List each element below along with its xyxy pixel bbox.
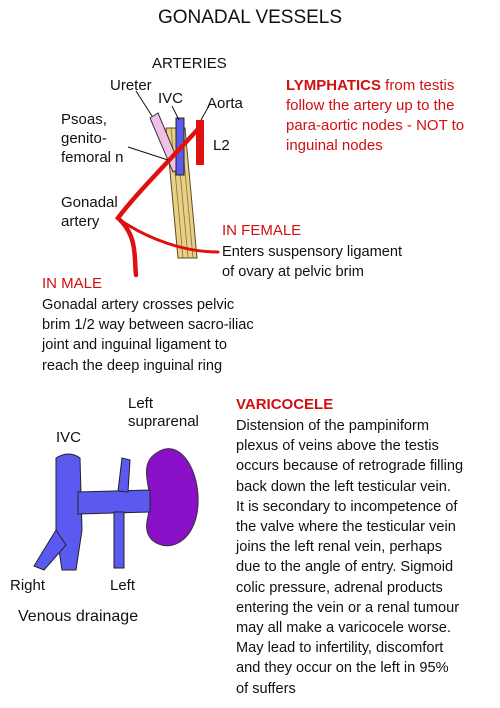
venous-left-label: Left — [110, 577, 136, 594]
left-suprarenal-label-1: Left — [128, 395, 154, 412]
ureter-leader — [135, 90, 153, 117]
page-title: GONADAL VESSELS — [157, 7, 343, 28]
lymphatics-line-2: para-aortic nodes - NOT to — [286, 117, 465, 134]
varicocele-line-3: back down the left testicular vein. — [236, 478, 451, 495]
psoas-leader — [127, 146, 169, 161]
lymphatics-line-3: inguinal nodes — [286, 137, 383, 154]
lymphatics-bold: LYMPHATICS — [286, 77, 382, 94]
kidney-shape — [146, 448, 199, 547]
varicocele-line-6: joins the left renal vein, perhaps — [236, 539, 443, 556]
ivc-leader — [171, 105, 180, 121]
male-line-1: brim 1/2 way between sacro-iliac — [42, 317, 254, 334]
lymphatics-line-0: from testis — [381, 77, 455, 94]
varicocele-line-11: May lead to infertility, discomfort — [236, 640, 444, 657]
female-branch-path — [118, 218, 220, 254]
lymphatics-line-1: follow the artery up to the — [286, 97, 455, 114]
varicocele-heading: VARICOCELE — [236, 396, 334, 413]
aorta-label: Aorta — [207, 95, 243, 112]
varicocele-line-0: Distension of the pampiniform — [236, 418, 430, 434]
gonadal-label-2: artery — [61, 213, 100, 230]
female-line-0: Enters suspensory ligament — [222, 244, 403, 260]
male-line-3: reach the deep inguinal ring — [42, 357, 223, 374]
varicocele-line-13: of suffers — [236, 680, 296, 697]
gonadal-artery-path — [114, 125, 202, 278]
aorta-leader — [200, 103, 211, 121]
male-heading: IN MALE — [42, 275, 103, 292]
venous-caption: Venous drainage — [18, 608, 139, 625]
varicocele-line-5: the valve where the testicular vein — [236, 519, 456, 536]
varicocele-line-8: colic pressure, adrenal products — [236, 579, 443, 596]
varicocele-line-10: may all make a varicocele worse. — [236, 620, 451, 637]
left-suprarenal-label-2: suprarenal — [128, 413, 199, 430]
female-line-1: of ovary at pelvic brim — [222, 264, 364, 281]
l2-label: L2 — [213, 137, 230, 154]
male-text: Gonadal artery crosses pelvic brim 1/2 w… — [42, 295, 254, 376]
varicocele-line-2: occurs because of retrograde filling — [236, 458, 464, 475]
ureter-label: Ureter — [110, 77, 152, 94]
varicocele-text: Distension of the pampiniform plexus of … — [236, 416, 463, 699]
venous-right-label: Right — [10, 577, 46, 594]
ivc-label: IVC — [158, 90, 184, 107]
psoas-label-1: Psoas, — [61, 111, 107, 128]
venous-tree — [33, 453, 151, 571]
male-line-0: Gonadal artery crosses pelvic — [42, 297, 235, 313]
varicocele-line-7: due to the angle of entry. Sigmoid — [236, 559, 454, 576]
lymphatics-note: LYMPHATICS from testis follow the artery… — [286, 76, 464, 156]
varicocele-line-1: plexus of veins above the testis — [236, 438, 439, 455]
female-text: Enters suspensory ligament of ovary at p… — [222, 242, 402, 282]
gonadal-label-1: Gonadal — [61, 194, 118, 211]
varicocele-line-9: entering the vein or a renal tumour — [236, 599, 460, 616]
male-line-2: joint and inguinal ligament to — [42, 337, 227, 354]
varicocele-line-4: It is secondary to incompetence of — [236, 498, 458, 515]
arteries-heading: ARTERIES — [152, 55, 227, 72]
varicocele-line-12: and they occur on the left in 95% — [236, 660, 449, 677]
female-heading: IN FEMALE — [222, 222, 302, 239]
psoas-label-3: femoral n — [61, 149, 124, 166]
psoas-label-2: genito- — [61, 130, 107, 147]
venous-ivc-label: IVC — [56, 429, 82, 446]
aorta-vessel — [196, 120, 204, 165]
